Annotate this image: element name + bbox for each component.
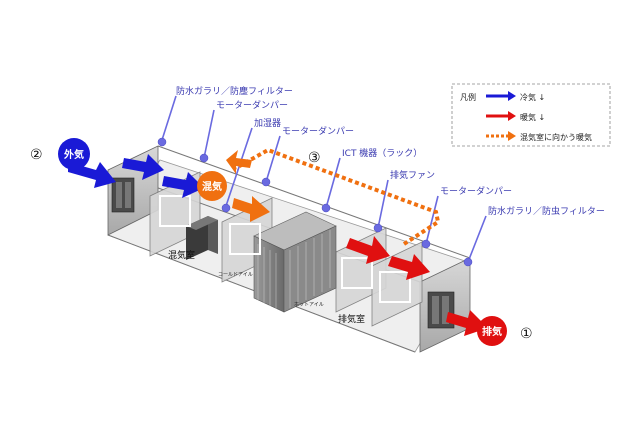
arrow-mix-1	[232, 196, 270, 222]
louver-inlet	[111, 177, 135, 213]
number-2: ②	[30, 147, 43, 163]
node-outside-air-label: 外気	[63, 148, 84, 161]
dot-louver-insect	[463, 257, 473, 267]
leader-damper-1	[203, 109, 215, 159]
label-ict-equipment: ICT 機器（ラック）	[342, 147, 422, 159]
room-exhaust: 排気室	[338, 313, 365, 325]
leader-humidifier	[225, 127, 253, 207]
label-motor-damper-2: モーターダンパー	[282, 125, 354, 137]
damper-frames	[159, 195, 411, 303]
dot-humidifier	[221, 203, 231, 213]
arrow-hot-1	[346, 236, 390, 264]
label-motor-damper-1: モーターダンパー	[216, 99, 288, 111]
leader-louver-insect	[467, 215, 487, 263]
ict-rack-cabinet	[253, 211, 337, 313]
legend-hot: 暖気 ↓	[486, 111, 545, 122]
legend-box	[451, 83, 611, 147]
dot-damper-1	[199, 153, 209, 163]
label-waterproof-louver-insect: 防水ガラリ／防虫フィルター	[488, 205, 605, 217]
label-exhaust-fan: 排気ファン	[390, 169, 435, 181]
room-hot-aisle: ホットアイル	[294, 302, 324, 308]
label-waterproof-louver-dust: 防水ガラリ／防塵フィルター	[176, 85, 293, 97]
dot-damper-2	[261, 177, 271, 187]
humidifier-unit	[186, 216, 218, 260]
node-mixed-air	[197, 171, 227, 201]
arrow-hot-2	[388, 254, 430, 280]
dot-damper-3	[421, 239, 431, 249]
label-motor-damper-3: モーターダンパー	[440, 185, 512, 197]
legend-cold-label: 冷気 ↓	[520, 92, 545, 102]
legend-mix-label: 混気室に向かう暖気	[520, 132, 592, 142]
room-cold-aisle: コールドアイル	[218, 272, 253, 278]
dot-fan	[373, 223, 383, 233]
node-mixed-air-label: 混気	[202, 180, 222, 193]
leader-damper-3	[425, 195, 439, 245]
legend: 凡例 冷気 ↓ 暖気 ↓ 混気室に向かう暖気	[451, 83, 611, 147]
arrow-cold-2	[162, 172, 204, 198]
label-humidifier: 加湿器	[254, 118, 281, 129]
node-exhaust-air	[477, 316, 507, 346]
node-outside-air	[58, 138, 90, 170]
number-1: ①	[520, 326, 533, 342]
legend-hot-label: 暖気 ↓	[520, 112, 545, 122]
top-edge-back	[157, 145, 471, 259]
room-mixing: 混気室	[168, 249, 195, 261]
node-exhaust-air-label: 排気	[482, 325, 502, 338]
arrow-cold-1	[122, 154, 164, 180]
legend-mix: 混気室に向かう暖気	[486, 131, 592, 142]
legend-cold: 冷気 ↓	[486, 91, 545, 102]
leader-louver-dust	[161, 95, 177, 141]
leader-damper-2	[265, 135, 281, 183]
dot-ict	[321, 203, 331, 213]
dot-louver-dust	[157, 137, 167, 147]
number-3: ③	[308, 150, 321, 166]
leader-fan	[377, 179, 389, 229]
legend-title: 凡例	[460, 92, 476, 102]
arrow-mix-2	[226, 150, 252, 174]
leader-ict	[325, 157, 341, 209]
mix-return-path	[235, 147, 441, 246]
